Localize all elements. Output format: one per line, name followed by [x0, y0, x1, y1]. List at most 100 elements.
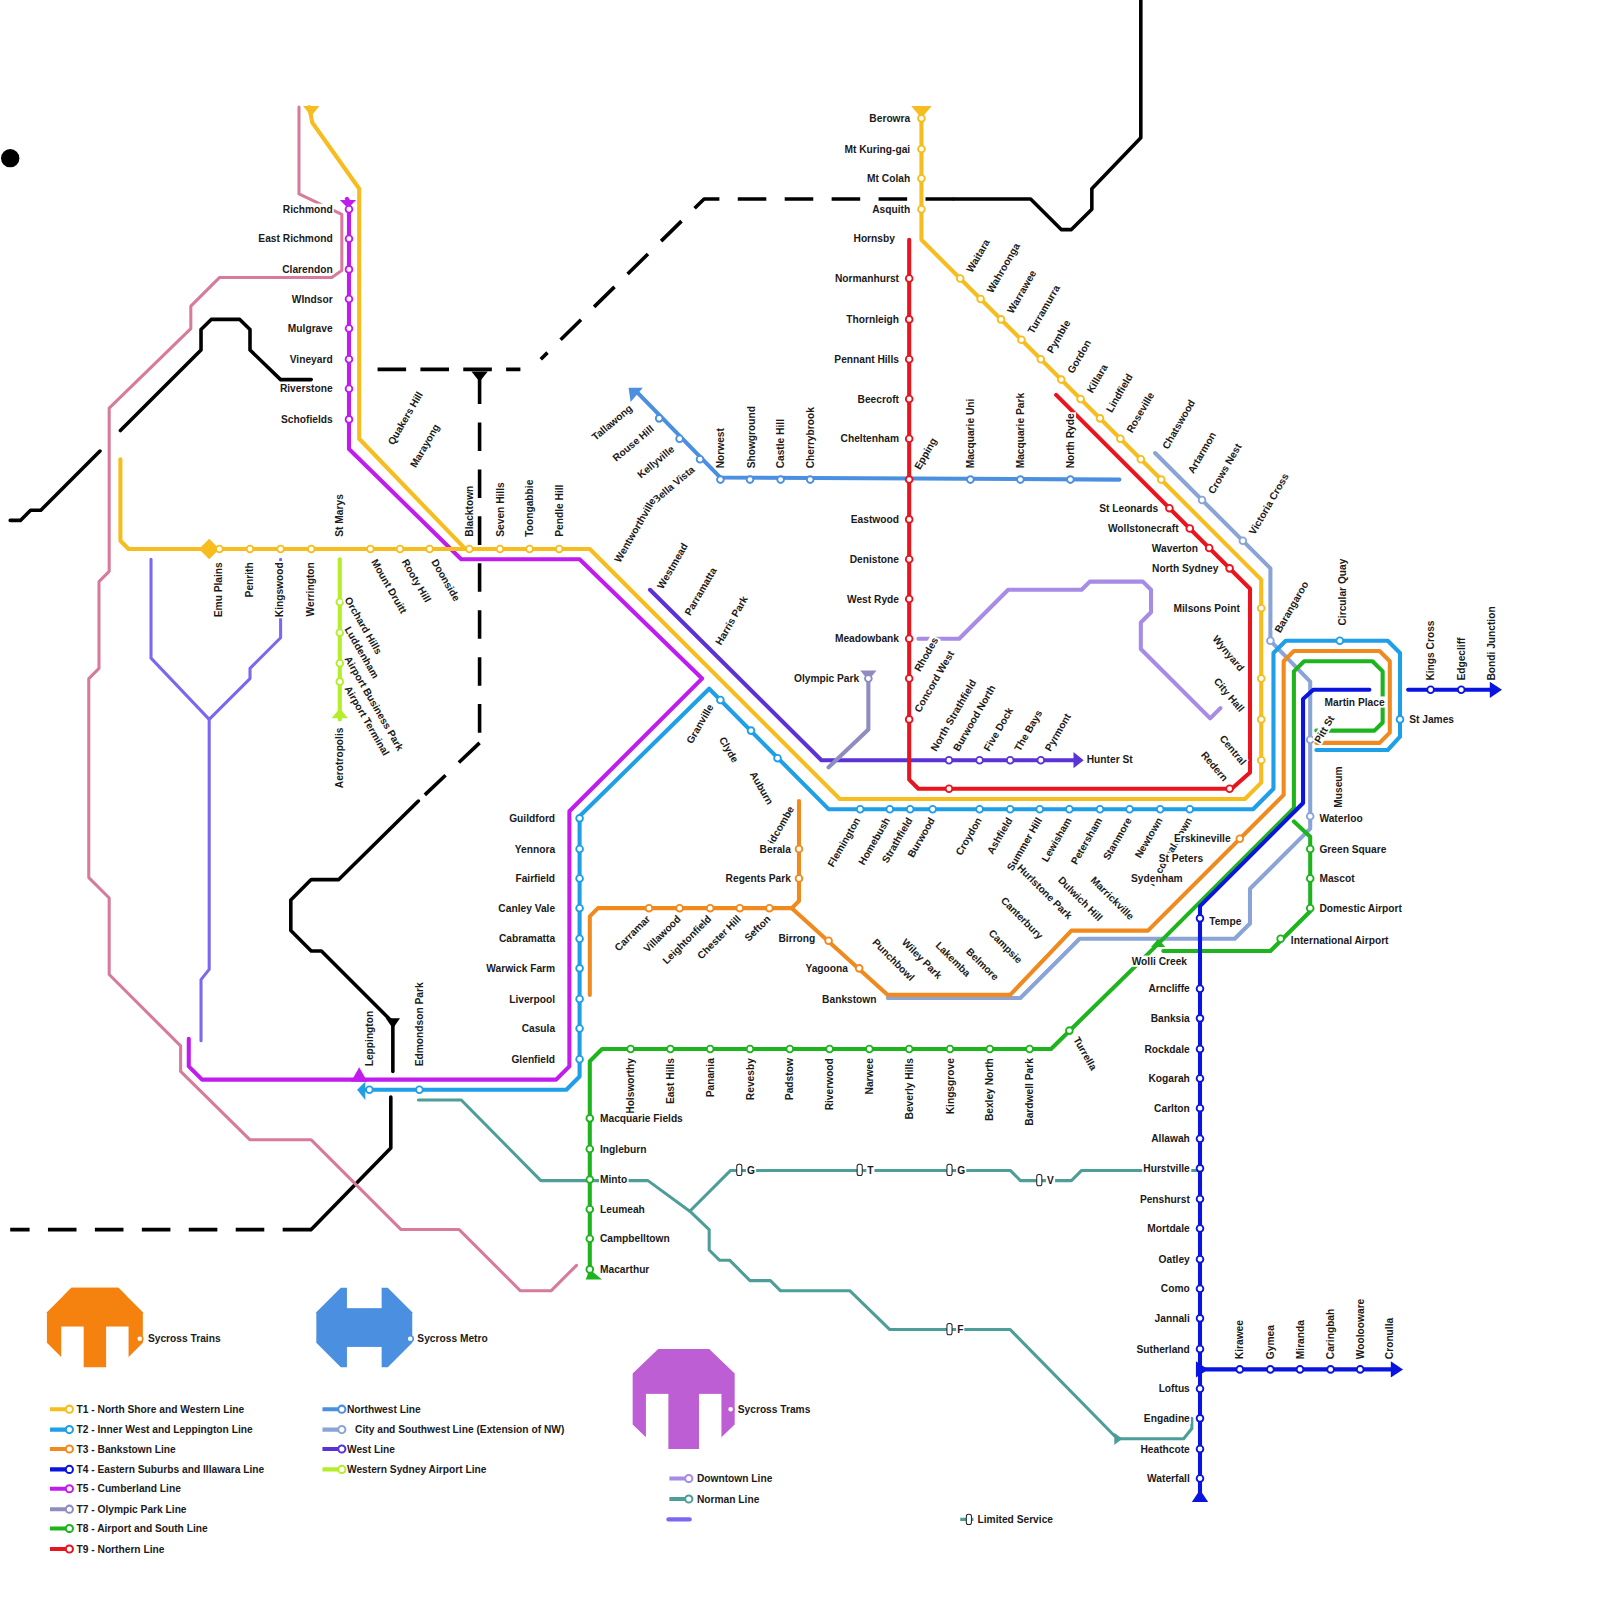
- station-dot: [1197, 1385, 1204, 1392]
- station-dot: [1058, 376, 1065, 383]
- station-dot: [825, 937, 832, 944]
- station-dot: [906, 556, 913, 563]
- station-label: Leppington: [364, 1010, 375, 1068]
- station-dot: [366, 1086, 373, 1093]
- station-label: Tempe: [1208, 916, 1242, 927]
- station-label: F: [956, 1324, 964, 1335]
- station-dot: [947, 1046, 954, 1053]
- station-dot: [576, 996, 583, 1003]
- station-label: Kellyville: [634, 443, 677, 481]
- station-dot: [367, 546, 374, 553]
- station-dot: [1307, 905, 1314, 912]
- station-dot: [777, 476, 784, 483]
- legend-line-sample: [49, 1503, 76, 1515]
- station-dot: [1197, 1015, 1204, 1022]
- station-dot: [976, 806, 983, 813]
- station-dot: [277, 546, 284, 553]
- station-label: Riverwood: [824, 1057, 835, 1111]
- station-label: Toongabbie: [524, 479, 535, 538]
- station-label: Asquith: [871, 204, 911, 215]
- station-label: Wentworthville: [611, 495, 658, 565]
- station-dot: [1197, 985, 1204, 992]
- station-label: Penshurst: [1139, 1193, 1191, 1204]
- legend-text: T9 - Northern Line: [77, 1543, 165, 1554]
- station-dot: [346, 385, 353, 392]
- station-label: Sefton: [742, 912, 774, 944]
- station-label: Kings Cross: [1425, 619, 1436, 681]
- station-label: Oatley: [1158, 1254, 1191, 1265]
- station-dot: [1097, 806, 1104, 813]
- station-label: Regents Park: [725, 873, 792, 884]
- legend-line-sample: [321, 1463, 348, 1475]
- station-label: Milsons Point: [1172, 603, 1240, 614]
- station-label: Parramatta: [682, 565, 719, 619]
- station-dot: [576, 935, 583, 942]
- legend-text: T8 - Airport and South Line: [77, 1523, 208, 1534]
- station-dot: [346, 416, 353, 423]
- station-label: Eastwood: [850, 514, 900, 525]
- station-label: Stanmore: [1100, 815, 1134, 863]
- station-label: Woolooware: [1355, 1298, 1366, 1361]
- station-dot: [1197, 1135, 1204, 1142]
- station-dot: [918, 115, 925, 122]
- station-label: Rooty Hill: [399, 556, 434, 605]
- station-dot: [929, 806, 936, 813]
- station-dot: [1158, 476, 1165, 483]
- station-label: Liverpool: [508, 993, 556, 1004]
- station-dot: [586, 1176, 593, 1183]
- station-label: Macarthur: [599, 1264, 650, 1275]
- station-label: Norwest: [715, 427, 726, 469]
- station-dot: [1037, 356, 1044, 363]
- station-label: Cronulla: [1384, 1317, 1395, 1360]
- station-dot: [1239, 537, 1246, 544]
- station-label: Waverton: [1151, 542, 1199, 553]
- station-dot: [1307, 875, 1314, 882]
- legend-text: Northwest Line: [347, 1404, 421, 1415]
- station-label: Rockdale: [1143, 1043, 1190, 1054]
- station-label: Pymble: [1044, 317, 1073, 356]
- station-dot: [707, 1046, 714, 1053]
- station-dot: [1236, 835, 1243, 842]
- station-dot: [747, 1046, 754, 1053]
- station-label: North Sydney: [1151, 563, 1219, 574]
- station-dot: [906, 716, 913, 723]
- station-label: Artarmon: [1185, 429, 1219, 476]
- station-label: V: [1046, 1175, 1055, 1186]
- station-dot: [1267, 637, 1274, 644]
- station-dot: [586, 1206, 593, 1213]
- station-label: Como: [1160, 1283, 1191, 1294]
- station-dot: [736, 905, 743, 912]
- station-dot: [1197, 1165, 1204, 1172]
- station-label: Circular Quay: [1337, 558, 1348, 627]
- station-label: Wolli Creek: [1131, 956, 1188, 967]
- station-dot: [1066, 1027, 1073, 1034]
- station-label: Martin Place: [1323, 696, 1385, 707]
- station-dot: [1077, 396, 1084, 403]
- station-dot: [906, 675, 913, 682]
- station-label: West Ryde: [846, 593, 900, 604]
- station-label: Denistone: [849, 554, 900, 565]
- legend-line-sample: [668, 1472, 695, 1484]
- station-dot: [1267, 1366, 1274, 1373]
- station-label: The Bays: [1011, 707, 1044, 754]
- station-dot: [906, 476, 913, 483]
- station-dot: [986, 1046, 993, 1053]
- station-dot: [786, 1046, 793, 1053]
- station-dot: [526, 546, 533, 553]
- station-dot: [1197, 1225, 1204, 1232]
- legend-text: T5 - Cumberland Line: [77, 1483, 181, 1494]
- station-label: Olympic Park: [793, 673, 860, 684]
- station-label: Tallawong: [589, 402, 635, 443]
- station-label: Warrawee: [1004, 267, 1039, 316]
- station-dot: [1197, 1346, 1204, 1353]
- station-dot: [346, 356, 353, 363]
- legend-line-sample: [49, 1522, 76, 1534]
- station-label: Marayong: [407, 421, 442, 470]
- station-dot: [1258, 757, 1265, 764]
- station-label: Guildford: [508, 813, 556, 824]
- station-dot: [1126, 806, 1133, 813]
- station-label: Edmondson Park: [414, 981, 425, 1067]
- station-dot: [586, 1146, 593, 1153]
- station-dot: [346, 325, 353, 332]
- station-dot: [1066, 806, 1073, 813]
